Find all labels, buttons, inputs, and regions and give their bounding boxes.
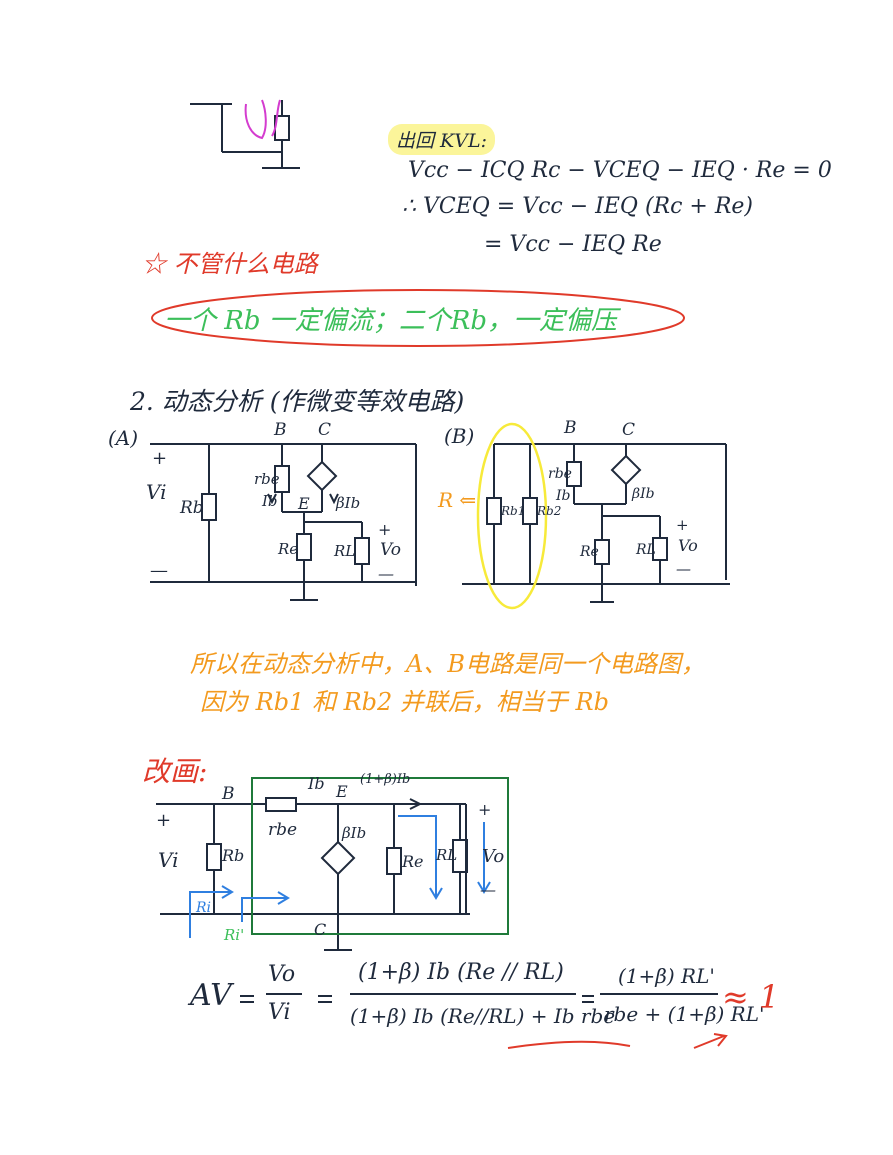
r-rb: Rb — [222, 846, 245, 865]
a-node-c: C — [318, 420, 332, 440]
yellow-highlight-oval — [476, 422, 548, 610]
gain-f3-num: (1+β) RL' — [618, 964, 715, 988]
green-box — [251, 777, 509, 935]
dynamic-title: 2. 动态分析 (作微变等效电路) — [130, 387, 465, 416]
kvl-equation-1: Vcc − ICQ Rc − VCEQ − IEQ · Re = 0 — [408, 158, 832, 183]
a-out-plus: + — [378, 520, 392, 539]
a-re: Re — [278, 540, 299, 558]
r-ib: Ib — [308, 774, 325, 793]
gain-f1-den: Vi — [268, 1000, 291, 1025]
fraction-bars — [240, 993, 718, 1003]
b-out-minus: — — [676, 560, 691, 578]
gain-lhs: AV — [190, 978, 232, 1013]
r-vo: Vo — [482, 846, 505, 867]
blue-current-arrows — [189, 815, 491, 938]
b-vo: Vo — [678, 536, 698, 555]
b-rl: RL — [636, 542, 656, 558]
gain-approx: ≈ 1 — [722, 978, 780, 1016]
circuit-a — [150, 443, 417, 601]
a-ib: Ib — [262, 492, 278, 510]
b-node-c: C — [622, 420, 636, 440]
kvl-equation-2: ∴ VCEQ = Vcc − IEQ (Rc + Re) — [402, 194, 754, 219]
r-out-minus: — — [480, 880, 496, 899]
circuit-b — [462, 443, 730, 603]
a-node-e: E — [298, 494, 310, 513]
a-rl: RL — [334, 542, 356, 560]
a-bib: βIb — [336, 494, 361, 512]
b-out-plus: + — [676, 516, 689, 534]
a-node-b: B — [274, 420, 287, 440]
top-circuit-fragment — [190, 100, 300, 169]
b-r-arrow: R ⇐ — [438, 488, 477, 512]
a-vo: Vo — [380, 540, 401, 560]
a-rb: Rb — [180, 498, 204, 518]
r-plus: + — [156, 810, 172, 831]
b-bib: βIb — [632, 486, 655, 502]
b-rb2: Rb2 — [537, 504, 562, 518]
r-rl: RL — [436, 846, 458, 864]
a-minus: — — [150, 560, 168, 581]
b-ib: Ib — [556, 488, 571, 504]
a-plus: + — [152, 448, 168, 469]
rule-text: 一个 Rb 一定偏流；二个Rb，一定偏压 — [164, 306, 617, 336]
r-out-plus: + — [478, 800, 492, 819]
r-node-e: E — [336, 782, 348, 801]
r-vi: Vi — [158, 848, 179, 872]
circuit-b-label: (B) — [444, 424, 475, 448]
r-rbe: rbe — [268, 820, 298, 840]
circuit-a-label: (A) — [108, 426, 139, 450]
gain-f1-num: Vo — [268, 962, 296, 987]
r-ri: Ri — [196, 900, 212, 916]
kvl-equation-3: = Vcc − IEQ Re — [484, 232, 662, 257]
red-arrow-mark — [693, 1033, 728, 1049]
a-rbe: rbe — [254, 470, 280, 488]
r-node-b: B — [222, 784, 235, 804]
r-ri-prime: Ri' — [224, 926, 245, 944]
kvl-label: 出回 KVL: — [388, 124, 495, 155]
r-re: Re — [402, 852, 424, 871]
b-rbe: rbe — [548, 466, 572, 482]
b-rb1: Rb1 — [501, 504, 526, 518]
note-line-1: 所以在动态分析中，A、B电路是同一个电路图， — [190, 650, 705, 678]
note-line-2: 因为 Rb1 和 Rb2 并联后，相当于 Rb — [200, 688, 609, 716]
redrawn-circuit — [156, 797, 470, 951]
gain-f2-den: (1+β) Ib (Re//RL) + Ib rbe — [350, 1004, 616, 1028]
a-vi: Vi — [146, 480, 167, 504]
gain-f2-num: (1+β) Ib (Re // RL) — [358, 960, 564, 985]
red-underline — [507, 1040, 631, 1049]
r-node-c: C — [314, 920, 327, 939]
r-bib: βIb — [342, 824, 367, 842]
r-ie: (1+β)Ib — [360, 772, 411, 787]
rule-ellipse — [151, 289, 685, 347]
b-node-b: B — [564, 418, 577, 438]
b-re: Re — [580, 544, 599, 560]
magenta-loop-sketch — [244, 99, 281, 140]
rule-title: ☆ 不管什么电路 — [142, 250, 318, 278]
gain-f3-den: rbe + (1+β) RL' — [604, 1002, 765, 1026]
a-out-minus: — — [378, 564, 394, 583]
redraw-title: 改画: — [142, 755, 208, 788]
